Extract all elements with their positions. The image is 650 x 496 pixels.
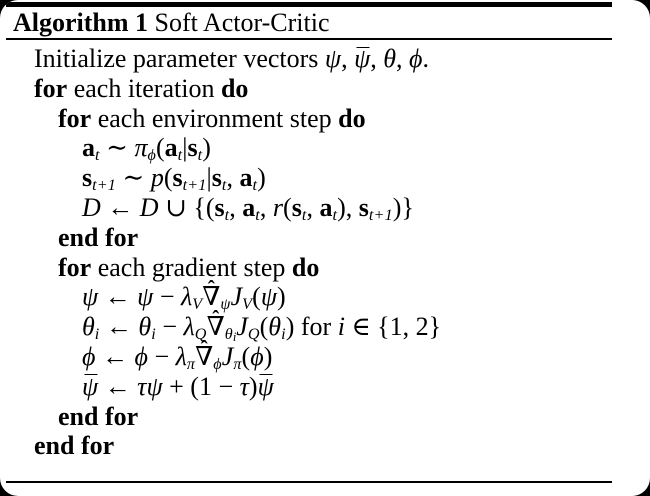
algorithm-line: ψ ← τψ + (1 − τ)ψ <box>82 371 274 401</box>
bar-symbol: ψ <box>257 371 274 401</box>
algorithm-line: end for <box>58 401 139 431</box>
algorithm-number: Algorithm 1 <box>13 8 149 37</box>
algorithm-title-text: Soft Actor-Critic <box>148 8 330 37</box>
algorithm-line: end for <box>34 431 115 461</box>
algorithm-line: at ∼ πϕ(at|st) <box>82 133 211 164</box>
algorithm-line: D ← D ∪ {(st, at, r(st, at), st+1)} <box>82 192 414 224</box>
nabla-hat-symbol: ˆ∇ <box>202 277 221 312</box>
bar-symbol: ψ <box>82 371 99 401</box>
title-separator-rule <box>6 38 612 40</box>
top-rule <box>6 2 612 7</box>
bottom-rule <box>6 481 612 483</box>
bar-symbol: ψ <box>354 44 371 73</box>
nabla-hat-symbol: ˆ∇ <box>195 336 214 371</box>
algorithm-line: for each environment step do <box>58 103 366 133</box>
algorithm-line: st+1 ∼ p(st+1|st, at) <box>82 163 266 194</box>
algorithm-line: Initialize parameter vectors ψ, ψ, θ, ϕ. <box>34 44 429 73</box>
algorithm-line: end for <box>58 222 139 252</box>
nabla-hat-symbol: ˆ∇ <box>206 306 225 342</box>
algorithm-title: Algorithm 1 Soft Actor-Critic <box>13 8 330 37</box>
algorithm-line: for each iteration do <box>34 73 249 103</box>
algorithm-body: Initialize parameter vectors ψ, ψ, θ, ϕ.… <box>0 44 650 461</box>
algorithm-line: for each gradient step do <box>58 252 320 282</box>
